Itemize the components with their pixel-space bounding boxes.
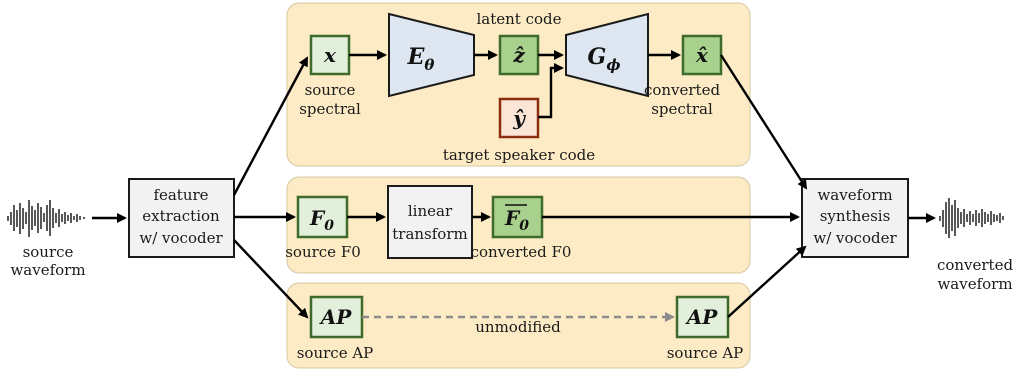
target-ap-symbol: AP (685, 305, 719, 329)
target-speaker-symbol: ŷ (512, 106, 526, 130)
arrow-y-to-generator (538, 63, 564, 119)
source-f0-box (296, 195, 349, 239)
generator-symbol: Gϕ (588, 44, 621, 74)
waveform-synthesis-label-1: waveform (817, 186, 892, 204)
feature-extraction-label-1: feature (153, 186, 208, 204)
arrow-extraction-to-spectral (232, 56, 309, 196)
waveform-synthesis-label-3: w/ vocoder (813, 229, 897, 247)
latent-code-symbol: ẑ (512, 43, 525, 67)
encoder-symbol: Eθ (407, 44, 435, 74)
latent-code-label: latent code (476, 10, 561, 28)
arrow-xhat-to-synthesis (719, 54, 808, 190)
feature-extraction-label-2: extraction (142, 207, 220, 225)
source-ap-symbol: AP (319, 305, 353, 329)
converted-waveform-label-2: waveform (937, 275, 1012, 293)
ap-panel (286, 282, 751, 369)
converted-f0-symbol: F0 (504, 206, 529, 234)
source-spectral-symbol: x (323, 43, 337, 67)
converted-f0-label: converted F0 (471, 243, 572, 261)
source-spectral-label-1: source (305, 81, 356, 99)
source-waveform-label-1: source (23, 243, 74, 261)
converted-spectral-symbol: x̂ (695, 43, 709, 67)
source-ap-label: source AP (297, 344, 374, 362)
waveform-synthesis-box (801, 178, 909, 258)
source-waveform-icon (7, 200, 85, 237)
unmodified-label: unmodified (475, 318, 561, 336)
waveform-synthesis-label-2: synthesis (820, 207, 891, 225)
encoder-trapezoid (388, 12, 475, 98)
source-spectral-label-2: spectral (299, 100, 361, 118)
arrow-ap-to-synthesis (727, 245, 807, 318)
arrow-extraction-to-ap (233, 239, 309, 319)
source-f0-label: source F0 (285, 243, 361, 261)
target-ap-label: source AP (667, 344, 744, 362)
converted-spectral-label-1: converted (644, 81, 721, 99)
target-speaker-label: target speaker code (443, 146, 595, 164)
source-f0-symbol: F0 (309, 206, 334, 234)
converted-spectral-box (681, 34, 723, 76)
linear-transform-box (387, 185, 473, 259)
feature-extraction-label-3: w/ vocoder (139, 229, 223, 247)
source-waveform-label-2: waveform (10, 261, 85, 279)
converted-waveform-icon (939, 198, 1004, 238)
converted-spectral-label-2: spectral (651, 100, 713, 118)
generator-trapezoid (565, 12, 649, 98)
converted-waveform-label-1: converted (937, 256, 1014, 274)
source-ap-box (309, 295, 364, 339)
target-speaker-box (498, 97, 540, 139)
linear-transform-label-1: linear (408, 202, 453, 220)
feature-extraction-box (128, 178, 235, 258)
linear-transform-label-2: transform (392, 225, 467, 243)
